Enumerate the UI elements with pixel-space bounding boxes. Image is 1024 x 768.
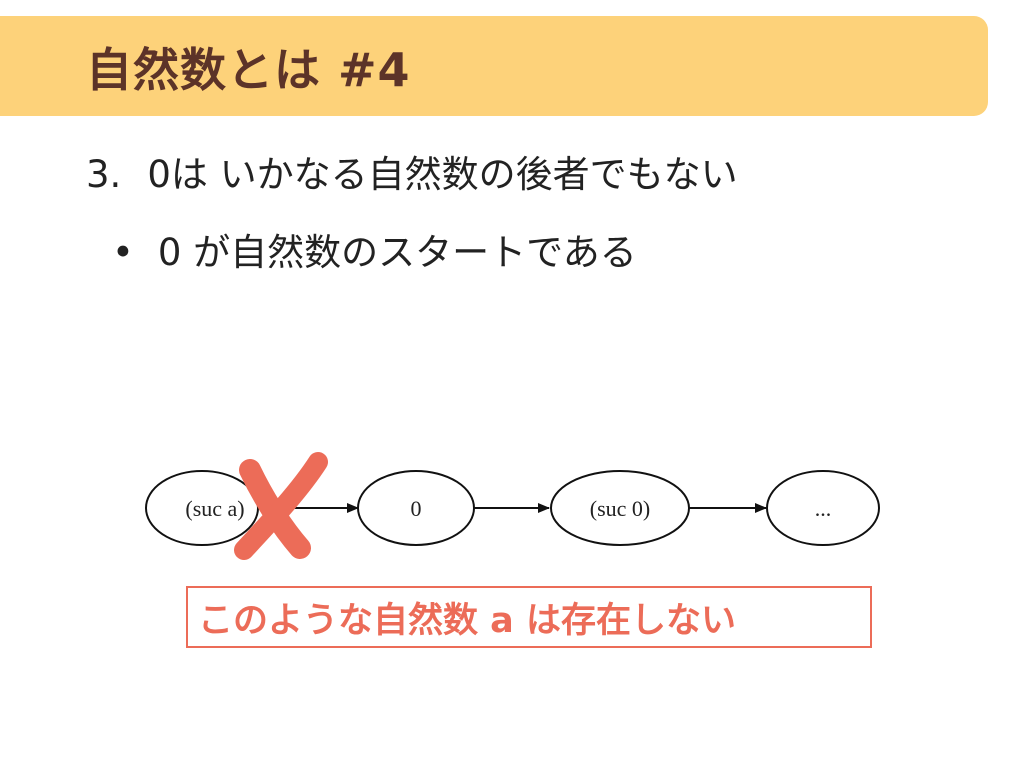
node-suc-0-label: (suc 0) (590, 496, 650, 521)
node-suc-0 (550, 470, 690, 546)
numbered-point: 3. 0は いかなる自然数の後者でもない (86, 144, 738, 198)
node-zero-label: 0 (411, 496, 422, 521)
bullet-point: • 0 が自然数のスタートである (112, 222, 637, 276)
node-ellipsis-label: ... (815, 496, 832, 521)
point-text: 0は いかなる自然数の後者でもない (147, 153, 738, 196)
bullet-marker: • (112, 231, 134, 274)
slide-title: 自然数とは #4 (86, 43, 411, 97)
title-band (0, 16, 988, 116)
bullet-text: 0 が自然数のスタートである (157, 231, 637, 274)
successor-diagram: (suc a) 0 (suc 0) ... (145, 452, 880, 560)
point-number: 3. (86, 153, 122, 196)
node-suc-a-label: (suc a) (185, 496, 244, 521)
callout-box: このような自然数 a は存在しない (186, 586, 872, 648)
node-zero (357, 470, 475, 546)
cross-mark-icon (234, 452, 328, 560)
node-ellipsis (766, 470, 880, 546)
